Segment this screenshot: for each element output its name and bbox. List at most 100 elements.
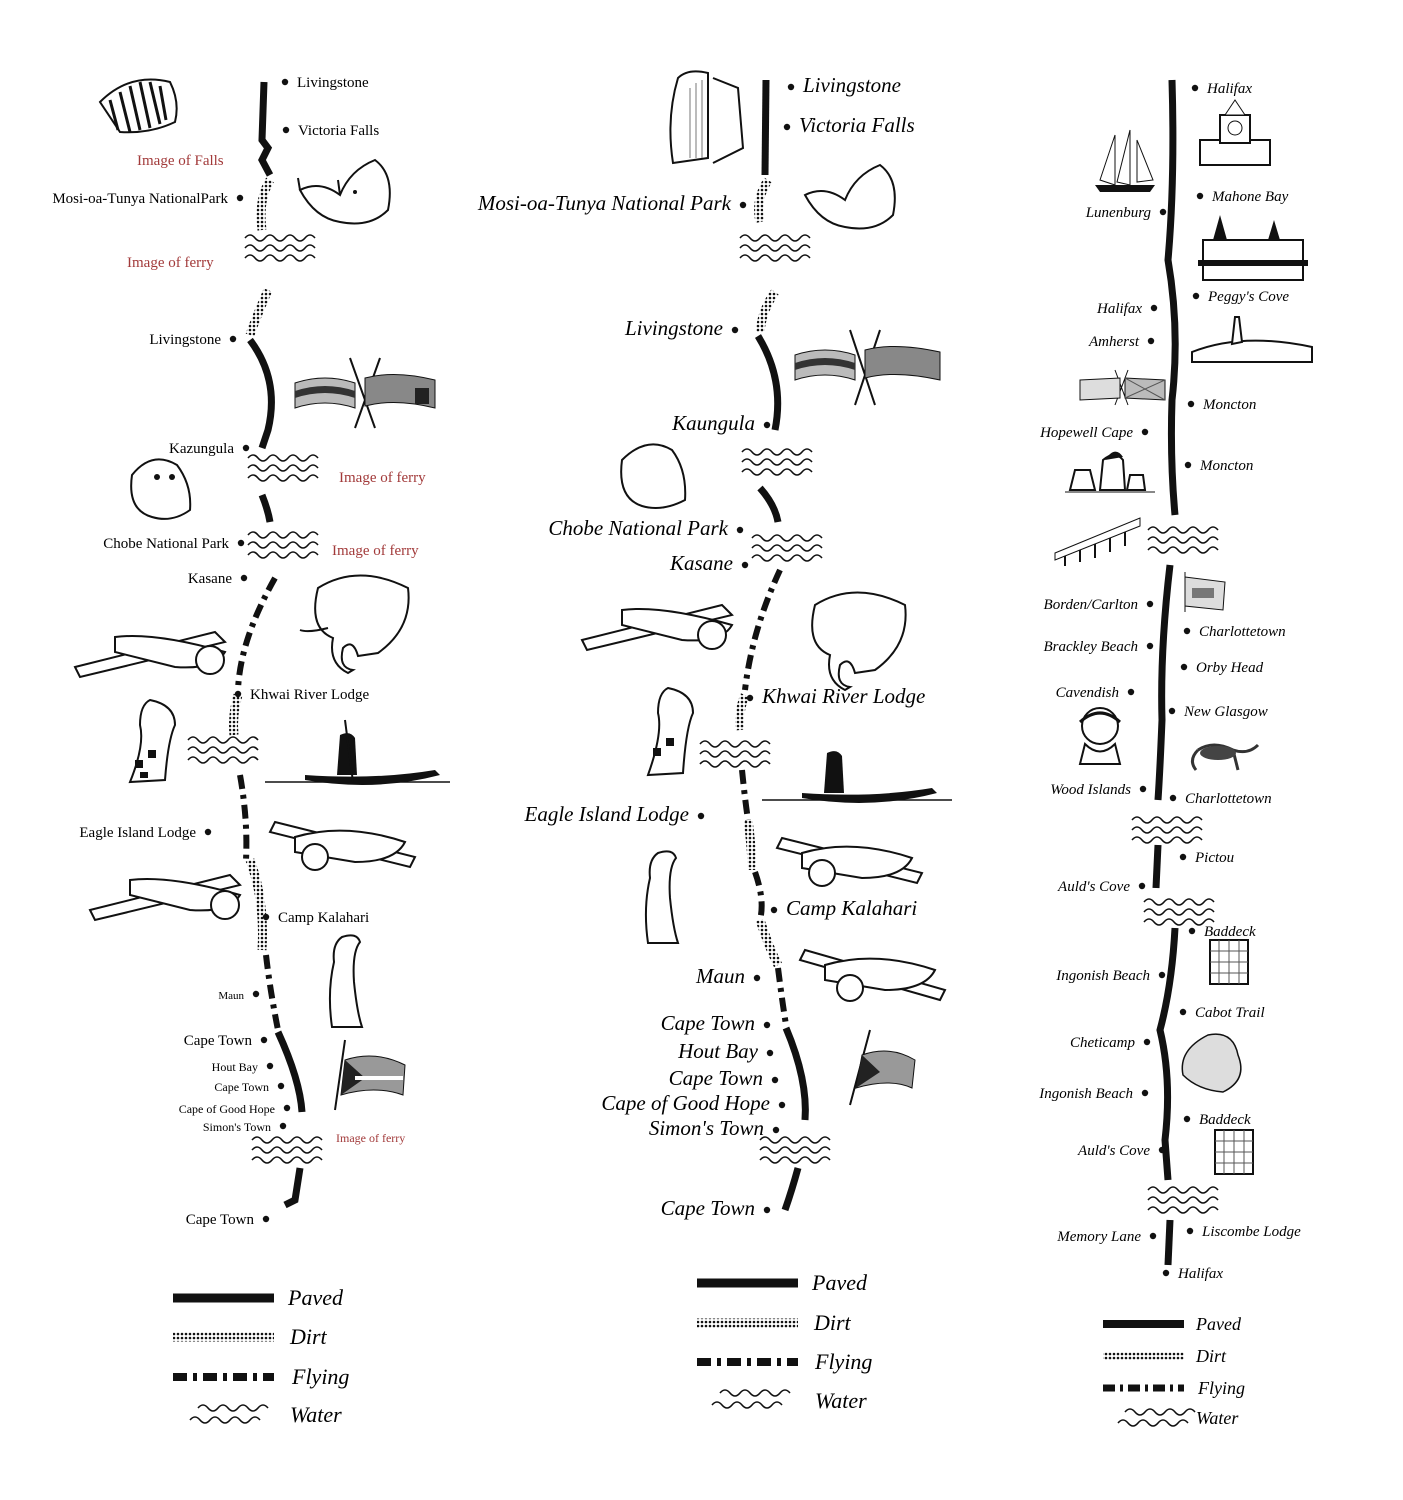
airplane-icon [775,836,924,887]
column2-water-2 [742,449,812,475]
stop-dot [763,1206,771,1214]
stop-dot [1192,292,1200,300]
column1-water-1 [245,235,315,261]
stop-dot [234,690,242,698]
note-image-of-ferry: Image of ferry [336,1131,405,1145]
stop-dot [772,1126,780,1134]
stop-label: Victoria Falls [298,123,379,139]
bridge-icon [1054,517,1141,566]
stop-dot [741,561,749,569]
stop-dot [1162,1269,1170,1277]
legend-paved-label: Paved [287,1285,344,1310]
column3-water-1 [1148,527,1218,553]
stop-label: Cape Town [186,1212,255,1228]
stop-dot [1141,428,1149,436]
legend-dirt-label: Dirt [289,1324,328,1349]
stop-label: Cape Town [184,1033,253,1049]
stop-dot [279,1122,287,1130]
stop-dot [1146,600,1154,608]
giraffe-icon [646,686,695,777]
column1-route [188,81,322,1209]
stop-dot [282,126,290,134]
south-africa-flag-icon [849,1029,916,1106]
stop-label: Moncton [1202,397,1256,413]
canoe-icon [265,719,450,785]
legend-column1 [173,1293,274,1424]
stop-label: Cabot Trail [1195,1005,1265,1021]
stop-dot [763,1021,771,1029]
stop-label: Cape of Good Hope [601,1091,770,1115]
stop-label: Kasane [188,571,232,587]
stop-dot [283,1104,291,1112]
stop-label: Auld's Cove [1077,1143,1150,1159]
stop-label: Moncton [1199,458,1253,474]
stop-label: Liscombe Lodge [1201,1224,1301,1240]
stop-label: Kasane [669,551,733,575]
hippo-icon [620,443,687,509]
south-africa-flag-icon [334,1039,406,1111]
stop-dot [770,906,778,914]
legend-column3 [1103,1320,1196,1427]
stop-label: Cheticamp [1070,1035,1135,1051]
stop-label: Baddeck [1199,1112,1251,1128]
stop-label: Eagle Island Lodge [79,825,196,841]
stop-label: New Glasgow [1183,704,1268,720]
stop-dot [1139,785,1147,793]
stop-label: Peggy's Cove [1207,289,1289,305]
stop-label: Baddeck [1204,924,1256,940]
stop-dot [1188,927,1196,935]
stop-label: Livingstone [149,332,221,348]
stop-dot [1183,1115,1191,1123]
stop-dot [1143,1038,1151,1046]
stop-dot [763,421,771,429]
stop-label: Cape Town [661,1011,755,1035]
stop-dot [242,444,250,452]
legend-dirt-label: Dirt [813,1310,852,1335]
meerkat-icon [328,934,364,1028]
stop-dot [1179,853,1187,861]
stop-dot [204,828,212,836]
stop-dot [252,990,260,998]
stop-label: Borden/Carlton [1044,597,1138,613]
hippo-icon [130,458,192,520]
stop-label: Cavendish [1056,685,1119,701]
stop-label: Chobe National Park [548,516,728,540]
stop-dot [1196,192,1204,200]
stop-label: Kaungula [671,411,755,435]
meerkat-icon [644,850,680,944]
stop-label: Simon's Town [649,1116,764,1140]
legend-water-label: Water [815,1388,867,1413]
stop-dot [236,194,244,202]
stop-dot [1159,208,1167,216]
stop-dot [1183,627,1191,635]
legend-water-label: Water [1196,1408,1239,1428]
flags-icon [294,357,436,429]
stop-dot [731,326,739,334]
airplane-icon [268,820,417,871]
stop-dot [1150,304,1158,312]
stop-label: Camp Kalahari [278,910,369,926]
stop-dot [277,1082,285,1090]
stop-label: Livingstone [297,75,369,91]
stop-dot [1147,337,1155,345]
elephant-icon [299,574,410,675]
stop-dot [787,83,795,91]
elephant-icon [811,591,907,692]
column3-water-4 [1148,1187,1218,1213]
stop-dot [753,974,761,982]
stop-dot [1184,461,1192,469]
stop-label: Charlottetown [1185,791,1272,807]
column1-water-3 [248,532,318,558]
column2-water-3 [752,535,822,561]
anne-icon [1078,707,1122,765]
legend-column2 [697,1278,798,1409]
stop-label: Ingonish Beach [1038,1086,1133,1102]
note-image-of-ferry: Image of ferry [339,470,426,486]
stop-dot [1149,1232,1157,1240]
stop-dot [237,539,245,547]
stop-dot [697,812,705,820]
stop-dot [262,1215,270,1223]
stop-label: Maun [695,964,745,988]
stop-dot [281,78,289,86]
